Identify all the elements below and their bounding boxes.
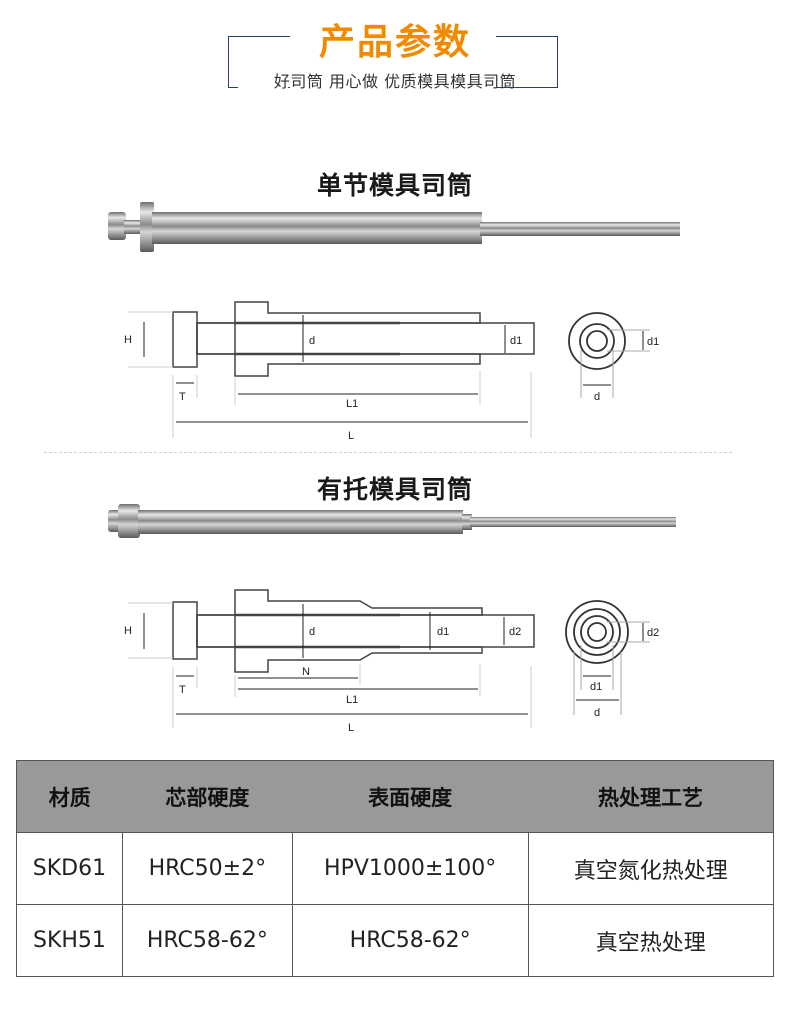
cell-material: SKH51 <box>16 904 123 977</box>
section-divider <box>44 452 732 453</box>
cell-heat-treatment: 真空氮化热处理 <box>527 832 775 905</box>
table-row: SKH51 HRC58-62° HRC58-62° 真空热处理 <box>16 904 775 977</box>
table-header-row: 材质 芯部硬度 表面硬度 热处理工艺 <box>16 760 774 833</box>
stepped-ejector-sleeve-diagram: H T d d1 d2 N L1 L <box>124 589 535 734</box>
label-L: L <box>348 430 354 442</box>
end-label-d1: d1 <box>647 336 659 348</box>
single-ejector-sleeve-photo <box>108 202 680 252</box>
cell-material: SKD61 <box>16 832 123 905</box>
label-d1: d1 <box>510 335 522 347</box>
end-label-d: d <box>594 391 600 403</box>
label-L1: L1 <box>346 694 358 706</box>
header-surface-hardness: 表面硬度 <box>292 760 529 833</box>
header-core-hardness: 芯部硬度 <box>122 760 293 833</box>
table-row: SKD61 HRC50±2° HPV1000±100° 真空氮化热处理 <box>16 832 775 905</box>
spec-table: 材质 芯部硬度 表面硬度 热处理工艺 SKD61 HRC50±2° HPV100… <box>16 760 775 977</box>
label-H: H <box>124 625 132 637</box>
header-material: 材质 <box>16 760 123 833</box>
label-L: L <box>348 722 354 734</box>
header-bracket-right <box>496 36 558 88</box>
cell-core-hardness: HRC50±2° <box>121 832 293 905</box>
label-T: T <box>179 684 186 696</box>
label-d2: d2 <box>509 626 521 638</box>
stepped-end-view-diagram: d2 d1 d <box>565 600 659 719</box>
label-d1: d1 <box>437 626 449 638</box>
label-L1: L1 <box>346 398 358 410</box>
header-heat-treatment: 热处理工艺 <box>528 760 774 833</box>
label-d: d <box>309 335 315 347</box>
cell-surface-hardness: HPV1000±100° <box>291 832 529 905</box>
end-label-d1: d1 <box>590 681 602 693</box>
stepped-ejector-sleeve-photo <box>108 504 676 538</box>
cell-surface-hardness: HRC58-62° <box>291 904 529 977</box>
label-H: H <box>124 334 132 346</box>
section-title-single: 单节模具司筒 <box>316 171 473 200</box>
label-T: T <box>179 391 186 403</box>
single-ejector-sleeve-diagram: H T d d1 L1 L <box>124 301 535 442</box>
single-end-view-diagram: d1 d <box>568 312 659 403</box>
page-subtitle: 好司筒 用心做 优质模具模具司筒 <box>273 72 517 91</box>
section-title-stepped: 有托模具司筒 <box>316 475 473 504</box>
end-label-d2: d2 <box>647 627 659 639</box>
page-title: 产品参数 <box>318 22 471 63</box>
cell-core-hardness: HRC58-62° <box>121 904 293 977</box>
end-label-d: d <box>594 707 600 719</box>
cell-heat-treatment: 真空热处理 <box>527 904 775 977</box>
label-d: d <box>309 626 315 638</box>
page-header: 产品参数 好司筒 用心做 优质模具模具司筒 <box>0 0 790 100</box>
label-N: N <box>302 666 310 678</box>
